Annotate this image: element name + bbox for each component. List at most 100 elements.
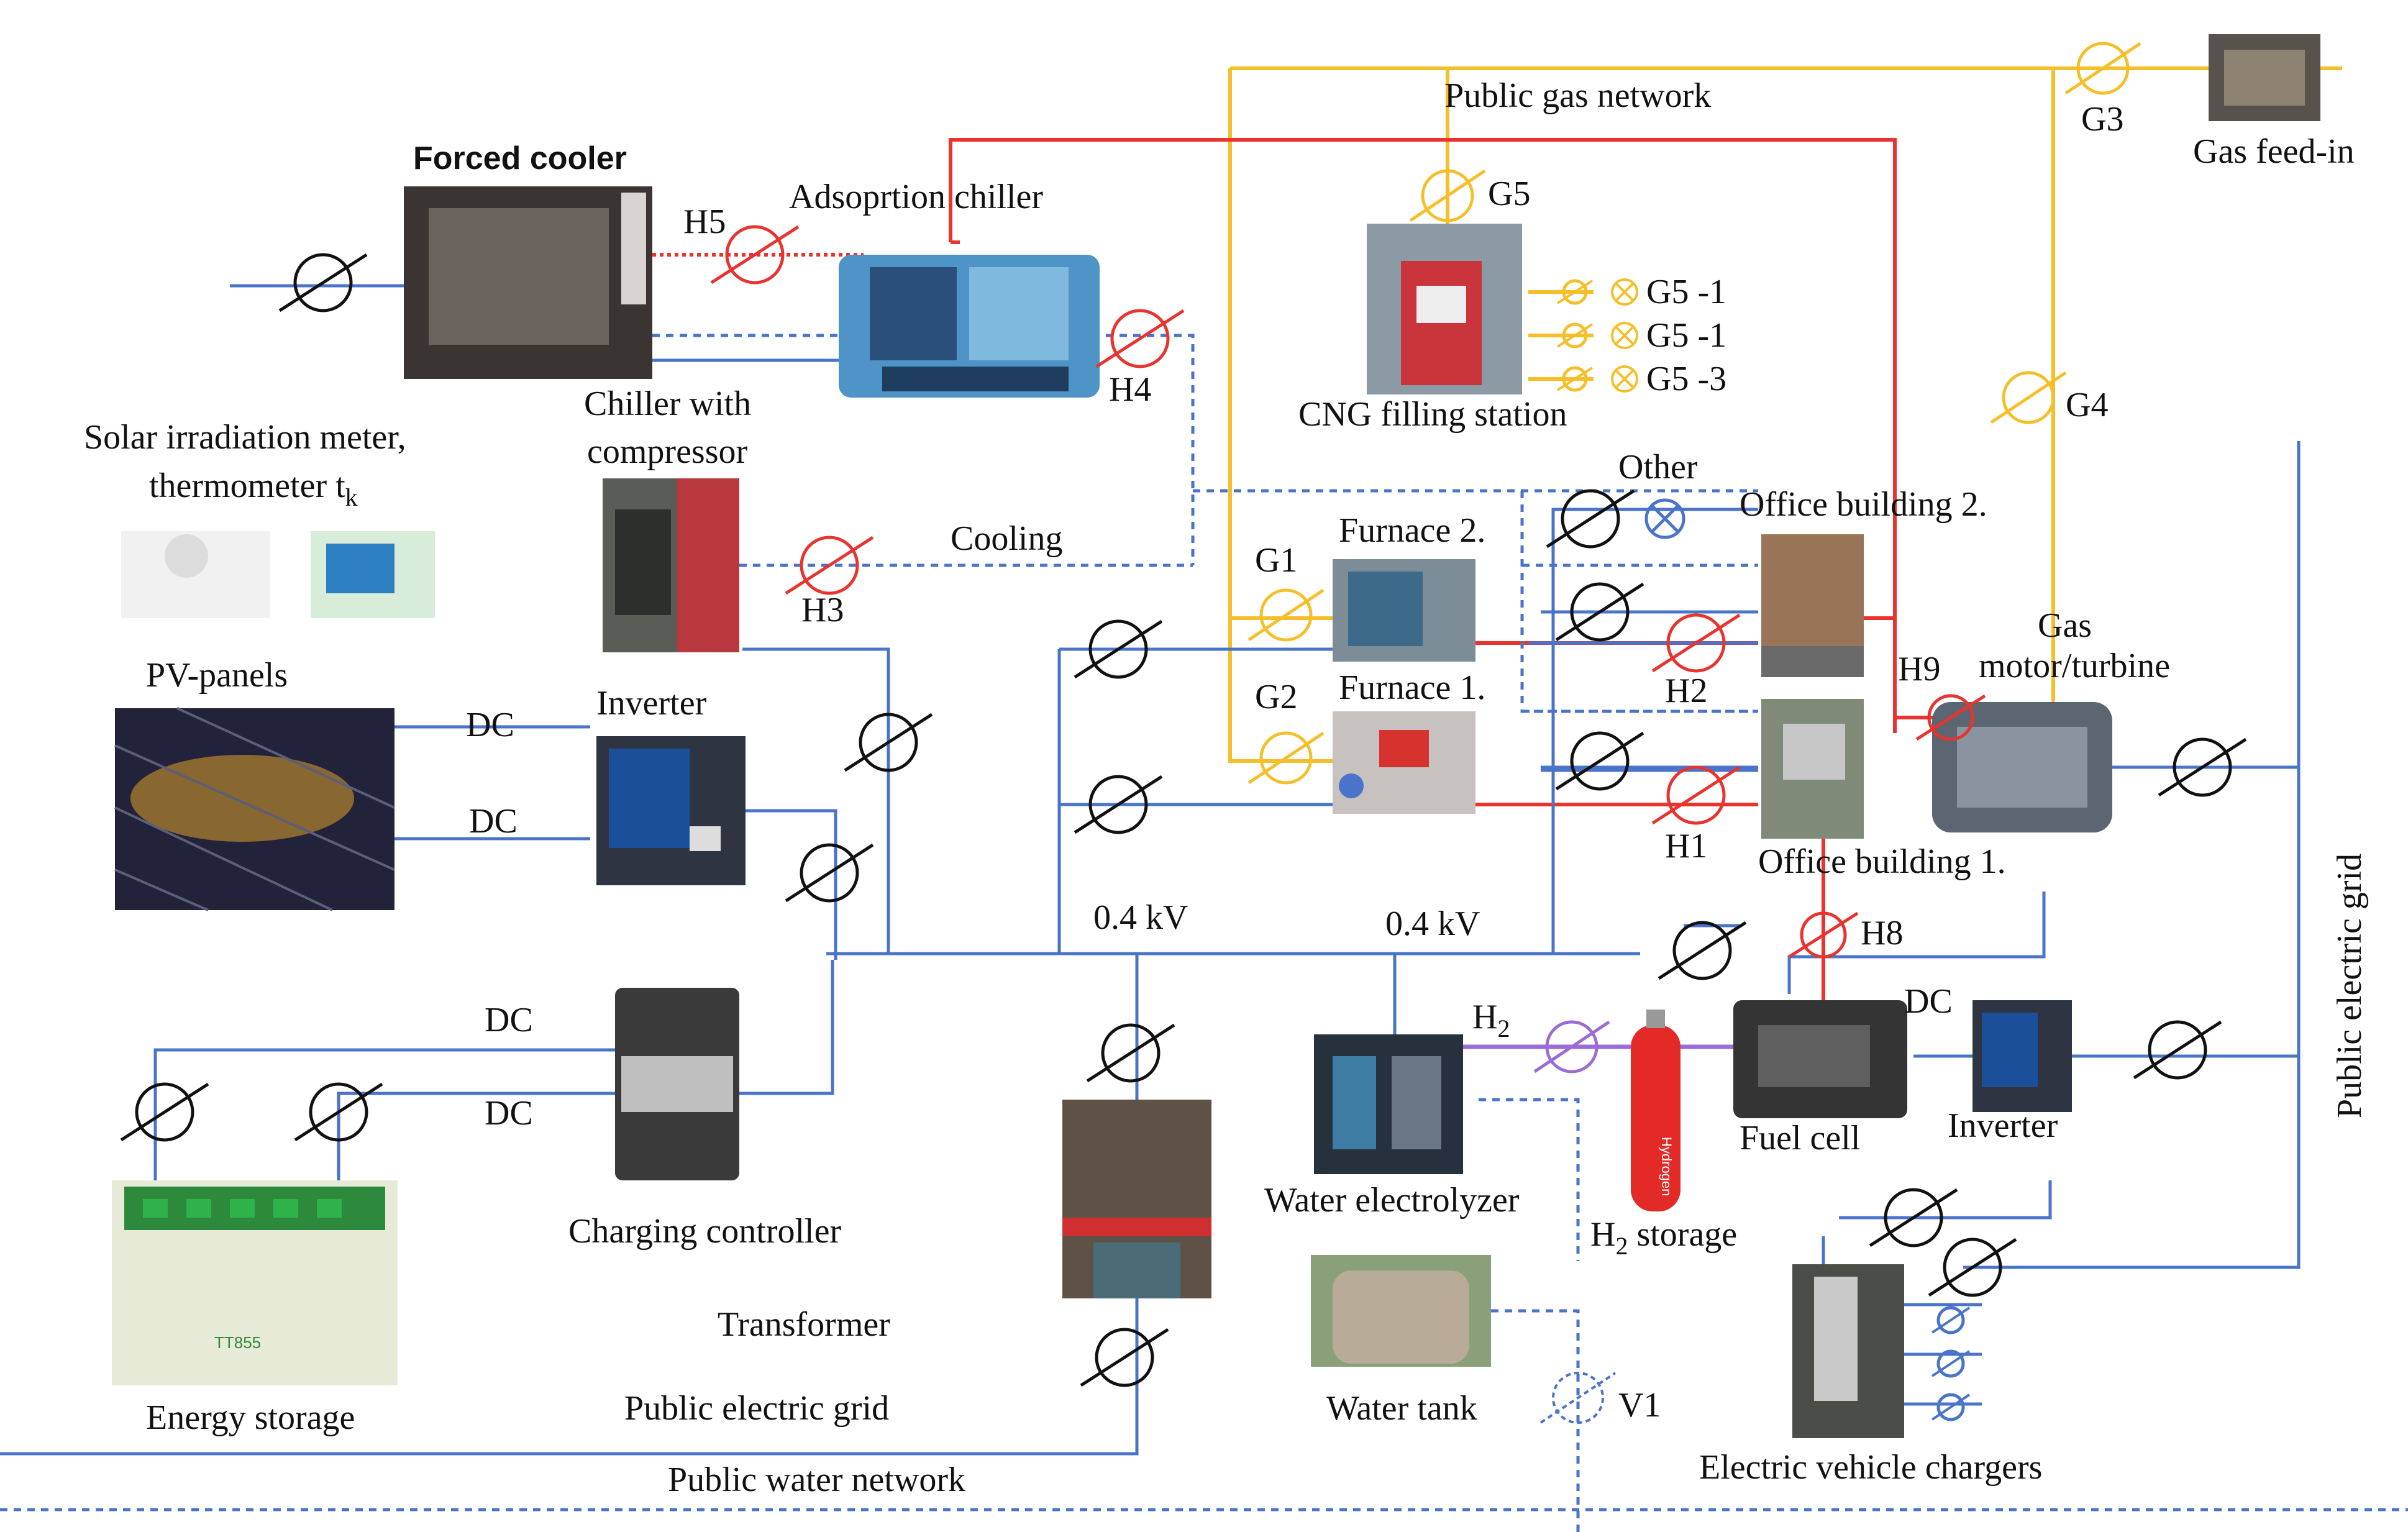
electric-meter: [1074, 775, 1163, 834]
water-tank-image: [1311, 1255, 1491, 1367]
dc-label: DC: [485, 1094, 533, 1133]
electric-meter: [1555, 731, 1644, 791]
meter-label-g2: G2: [1255, 678, 1297, 716]
energy-storage-image: [112, 1180, 398, 1385]
voltage-label-2: 0.4 kV: [1385, 905, 1480, 943]
voltage-label-1: 0.4 kV: [1093, 898, 1188, 937]
dc-label: DC: [469, 802, 518, 841]
charging-controller-label: Charging controller: [568, 1212, 841, 1251]
office-building-2-label: Office building 2.: [1740, 485, 1987, 524]
solar-meter-label-2: thermometer tk: [149, 467, 358, 511]
electric-meter: [1546, 489, 1635, 549]
electric-meter: [844, 713, 933, 772]
dc-label: DC: [485, 1001, 533, 1039]
battery-text: TT855: [214, 1333, 261, 1352]
furnace-1-label: Furnace 1.: [1339, 668, 1485, 707]
forced-cooler-image: [404, 186, 652, 379]
water-tank-label: Water tank: [1326, 1389, 1477, 1428]
meter-label-h1: H1: [1665, 827, 1707, 865]
heat-meter-h1: [1651, 765, 1741, 825]
electric-meter: [278, 253, 368, 312]
gas-feed-in-image: [2209, 34, 2320, 121]
inverter-bottom-image: [1972, 1000, 2072, 1112]
gas-endpoint-2: [1611, 322, 1638, 349]
adsorption-chiller-image: [839, 255, 1100, 398]
energy-storage-label: Energy storage: [146, 1398, 355, 1437]
meter-label-v1: V1: [1618, 1386, 1661, 1425]
meter-label-h8: H8: [1861, 914, 1903, 952]
meters: [120, 42, 2247, 1424]
meter-label-g4: G4: [2066, 386, 2108, 424]
adsorption-chiller-label: Adsoprtion chiller: [789, 178, 1043, 216]
electric-meter: [785, 843, 874, 903]
hydrogen-meter: [1533, 1020, 1610, 1074]
labels: Forced cooler Adsoprtion chiller Public …: [84, 76, 2369, 1499]
gas-meter-g5-3: [1556, 366, 1594, 392]
office-building-1-image: [1761, 699, 1864, 839]
ev-chargers-image: [1792, 1264, 1904, 1438]
gas-meter-g4: [1990, 371, 2067, 424]
gas-lines: [1228, 66, 2342, 763]
furnace-1-image: [1333, 711, 1475, 814]
gas-meter-g3: [2064, 42, 2141, 95]
public-electric-grid-label: Public electric grid: [624, 1389, 889, 1428]
meter-label-g3: G3: [2081, 100, 2123, 139]
electric-meter: [120, 1082, 209, 1142]
gas-feed-in-label: Gas feed-in: [2193, 132, 2355, 171]
meter-label-g1: G1: [1255, 541, 1297, 580]
electric-meter: [1658, 921, 1747, 980]
other-load-icon: [1644, 498, 1685, 539]
ev-chargers-label: Electric vehicle chargers: [1699, 1448, 2042, 1487]
meter-label-g5-3: G5 -3: [1646, 360, 1726, 398]
electric-meter: [294, 1082, 383, 1142]
cooling-water-lines: [0, 334, 2408, 1532]
meter-label-h5: H5: [683, 203, 726, 241]
meter-label-h3: H3: [801, 591, 844, 629]
fuel-cell-image: [1733, 1000, 1907, 1118]
meter-label-g5: G5: [1488, 175, 1530, 213]
dc-label: DC: [1904, 982, 1953, 1021]
heat-meter-h8: [1788, 911, 1859, 959]
forced-cooler-label: Forced cooler: [413, 140, 627, 176]
h2-line-label: H2: [1472, 998, 1510, 1042]
chiller-compressor-image: [603, 478, 739, 652]
h2-storage-label: H2 storage: [1590, 1215, 1737, 1260]
ev-meter: [1931, 1306, 1971, 1334]
heat-meter-h5: [710, 225, 800, 285]
office-building-2-image: [1761, 534, 1864, 677]
electric-meter: [1080, 1328, 1169, 1387]
gas-meter-g5-1b: [1556, 322, 1594, 349]
water-meter-v1: [1539, 1372, 1617, 1424]
heat-meter-h9: [1915, 694, 1986, 741]
office-building-1-label: Office building 1.: [1758, 842, 2006, 881]
public-water-network-label: Public water network: [668, 1461, 965, 1499]
gas-meter-g1: [1247, 588, 1325, 642]
electric-meter: [1869, 1188, 1958, 1247]
pv-panels-image: [114, 707, 395, 911]
fuel-cell-label: Fuel cell: [1740, 1119, 1860, 1157]
meter-label-h9: H9: [1898, 650, 1940, 688]
electric-meter: [2133, 1020, 2222, 1080]
gas-motor-label-2: motor/turbine: [1979, 647, 2170, 685]
gas-meter-g5: [1409, 169, 1486, 222]
meter-label-h4: H4: [1109, 370, 1151, 409]
electric-meter: [2158, 737, 2247, 797]
electric-meter: [1928, 1238, 2017, 1297]
cng-station-label: CNG filling station: [1298, 395, 1567, 434]
gas-motor-image: [1932, 702, 2112, 832]
solar-meter-image: [121, 531, 435, 618]
heat-meter-h2: [1651, 613, 1741, 673]
ev-meter: [1931, 1393, 1971, 1421]
transformer-label: Transformer: [718, 1305, 890, 1344]
electric-meter: [1074, 619, 1163, 679]
furnace-2-label: Furnace 2.: [1339, 511, 1485, 550]
electric-meter: [1555, 582, 1644, 642]
other-label: Other: [1618, 448, 1698, 486]
gas-meter-g5-1a: [1556, 279, 1594, 305]
ev-meter: [1931, 1349, 1971, 1378]
public-gas-network-label: Public gas network: [1444, 76, 1711, 115]
gas-motor-label-1: Gas: [2038, 606, 2092, 645]
heat-meter-h3: [785, 536, 874, 595]
transformer-image: [1062, 1100, 1211, 1298]
